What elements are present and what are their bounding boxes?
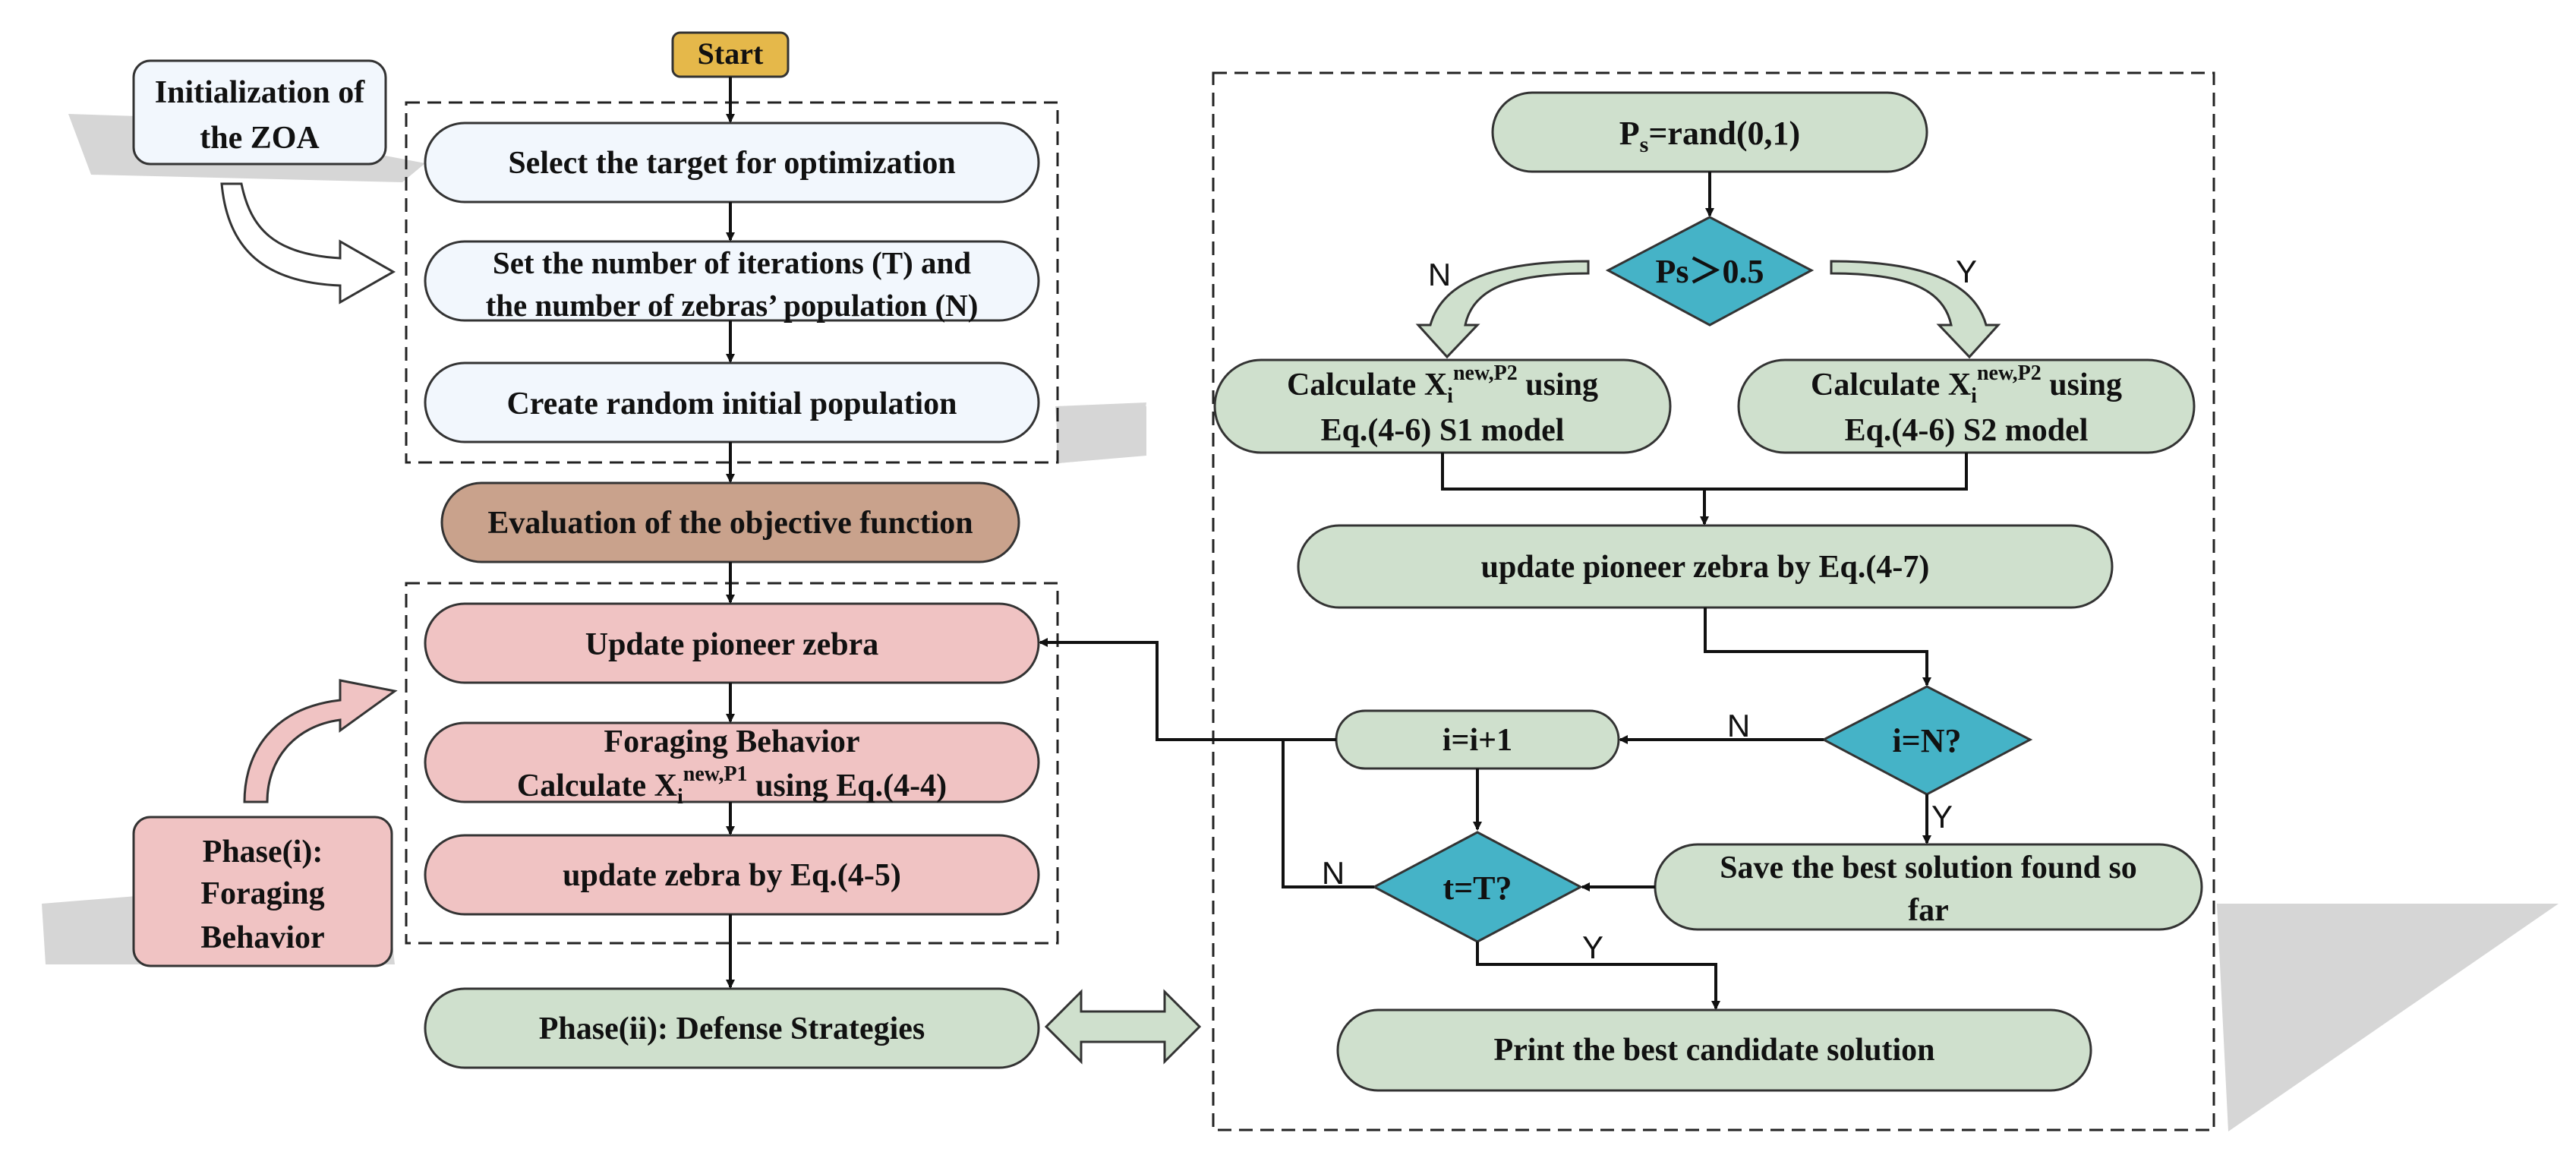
update-pioneer-left-label: Update pioneer zebra: [585, 627, 879, 662]
init-box-line1: Initialization of: [155, 75, 366, 110]
shadow-top-right: [1055, 402, 1146, 463]
i-check-label: i=N?: [1892, 722, 1961, 759]
phase1-line1: Phase(i):: [203, 835, 323, 869]
phase1-line3: Behavior: [200, 920, 324, 955]
i-increment-label: i=i+1: [1442, 723, 1512, 758]
loop-tcheck-n: [1282, 740, 1374, 888]
block-arrow-n: [1415, 260, 1590, 359]
calc-s1-line2: Eq.(4-6) S1 model: [1321, 413, 1565, 448]
phase2-label: Phase(ii): Defense Strategies: [539, 1011, 925, 1046]
init-box-line2: the ZOA: [200, 121, 320, 156]
print-best-label: Print the best candidate solution: [1493, 1033, 1934, 1068]
phase2-node: [424, 987, 1040, 1069]
label-y1: Y: [1956, 254, 1977, 289]
set-iterations-line1: Set the number of iterations (T) and: [493, 245, 971, 280]
label-y2: Y: [1931, 799, 1953, 835]
phase1-box: [132, 816, 393, 967]
label-y3: Y: [1582, 929, 1603, 965]
phase1-curved-arrow: [243, 679, 398, 803]
defense-dashed-panel: [1212, 71, 2215, 1131]
arrow-update-icheck: [1704, 608, 1931, 686]
label-n2: N: [1727, 708, 1750, 743]
ps-decision-label: Ps＞0.5: [1656, 253, 1764, 290]
calc-s2-line2: Eq.(4-6) S2 model: [1845, 413, 2089, 448]
init-curved-arrow: [220, 182, 396, 305]
select-target-label: Select the target for optimization: [508, 146, 955, 181]
label-n3: N: [1322, 855, 1345, 891]
print-best-node: [1336, 1008, 2092, 1092]
update-pioneer-right-label: update pioneer zebra by Eq.(4-7): [1481, 550, 1930, 585]
phase1-line2: Foraging: [200, 876, 324, 911]
evaluation-label: Evaluation of the objective function: [487, 506, 973, 541]
t-check-label: t=T?: [1442, 869, 1512, 907]
label-n1: N: [1428, 257, 1451, 292]
arrow-inc-pioneer: [1039, 638, 1336, 741]
block-arrow-y: [1830, 260, 2001, 359]
save-best-line2: far: [1908, 893, 1949, 928]
update-zebra-label: update zebra by Eq.(4-5): [563, 858, 901, 893]
merge-line: [1441, 453, 1968, 491]
shadow-right-panel: [2217, 904, 2559, 1131]
ps-decision-diamond: [1605, 216, 1815, 327]
create-population-label: Create random initial population: [506, 387, 957, 421]
save-best-line1: Save the best solution found so: [1720, 851, 2137, 885]
calc-s1-line1: Calculate Xinew,P2 using: [1287, 361, 1598, 408]
foraging-line2: Calculate Xinew,P1 using Eq.(4-4): [517, 762, 947, 809]
foraging-line1: Foraging Behavior: [604, 724, 859, 759]
phase2-double-arrow: [1044, 989, 1202, 1065]
ps-rand-label: Ps=rand(0,1): [1619, 115, 1800, 157]
start-label: Start: [698, 36, 764, 71]
arrow-tcheck-print: [1476, 942, 1720, 1010]
calc-s2-line1: Calculate Xinew,P2 using: [1811, 361, 2122, 408]
init-box: [132, 59, 387, 166]
set-iterations-line2: the number of zebras’ population (N): [486, 288, 979, 323]
